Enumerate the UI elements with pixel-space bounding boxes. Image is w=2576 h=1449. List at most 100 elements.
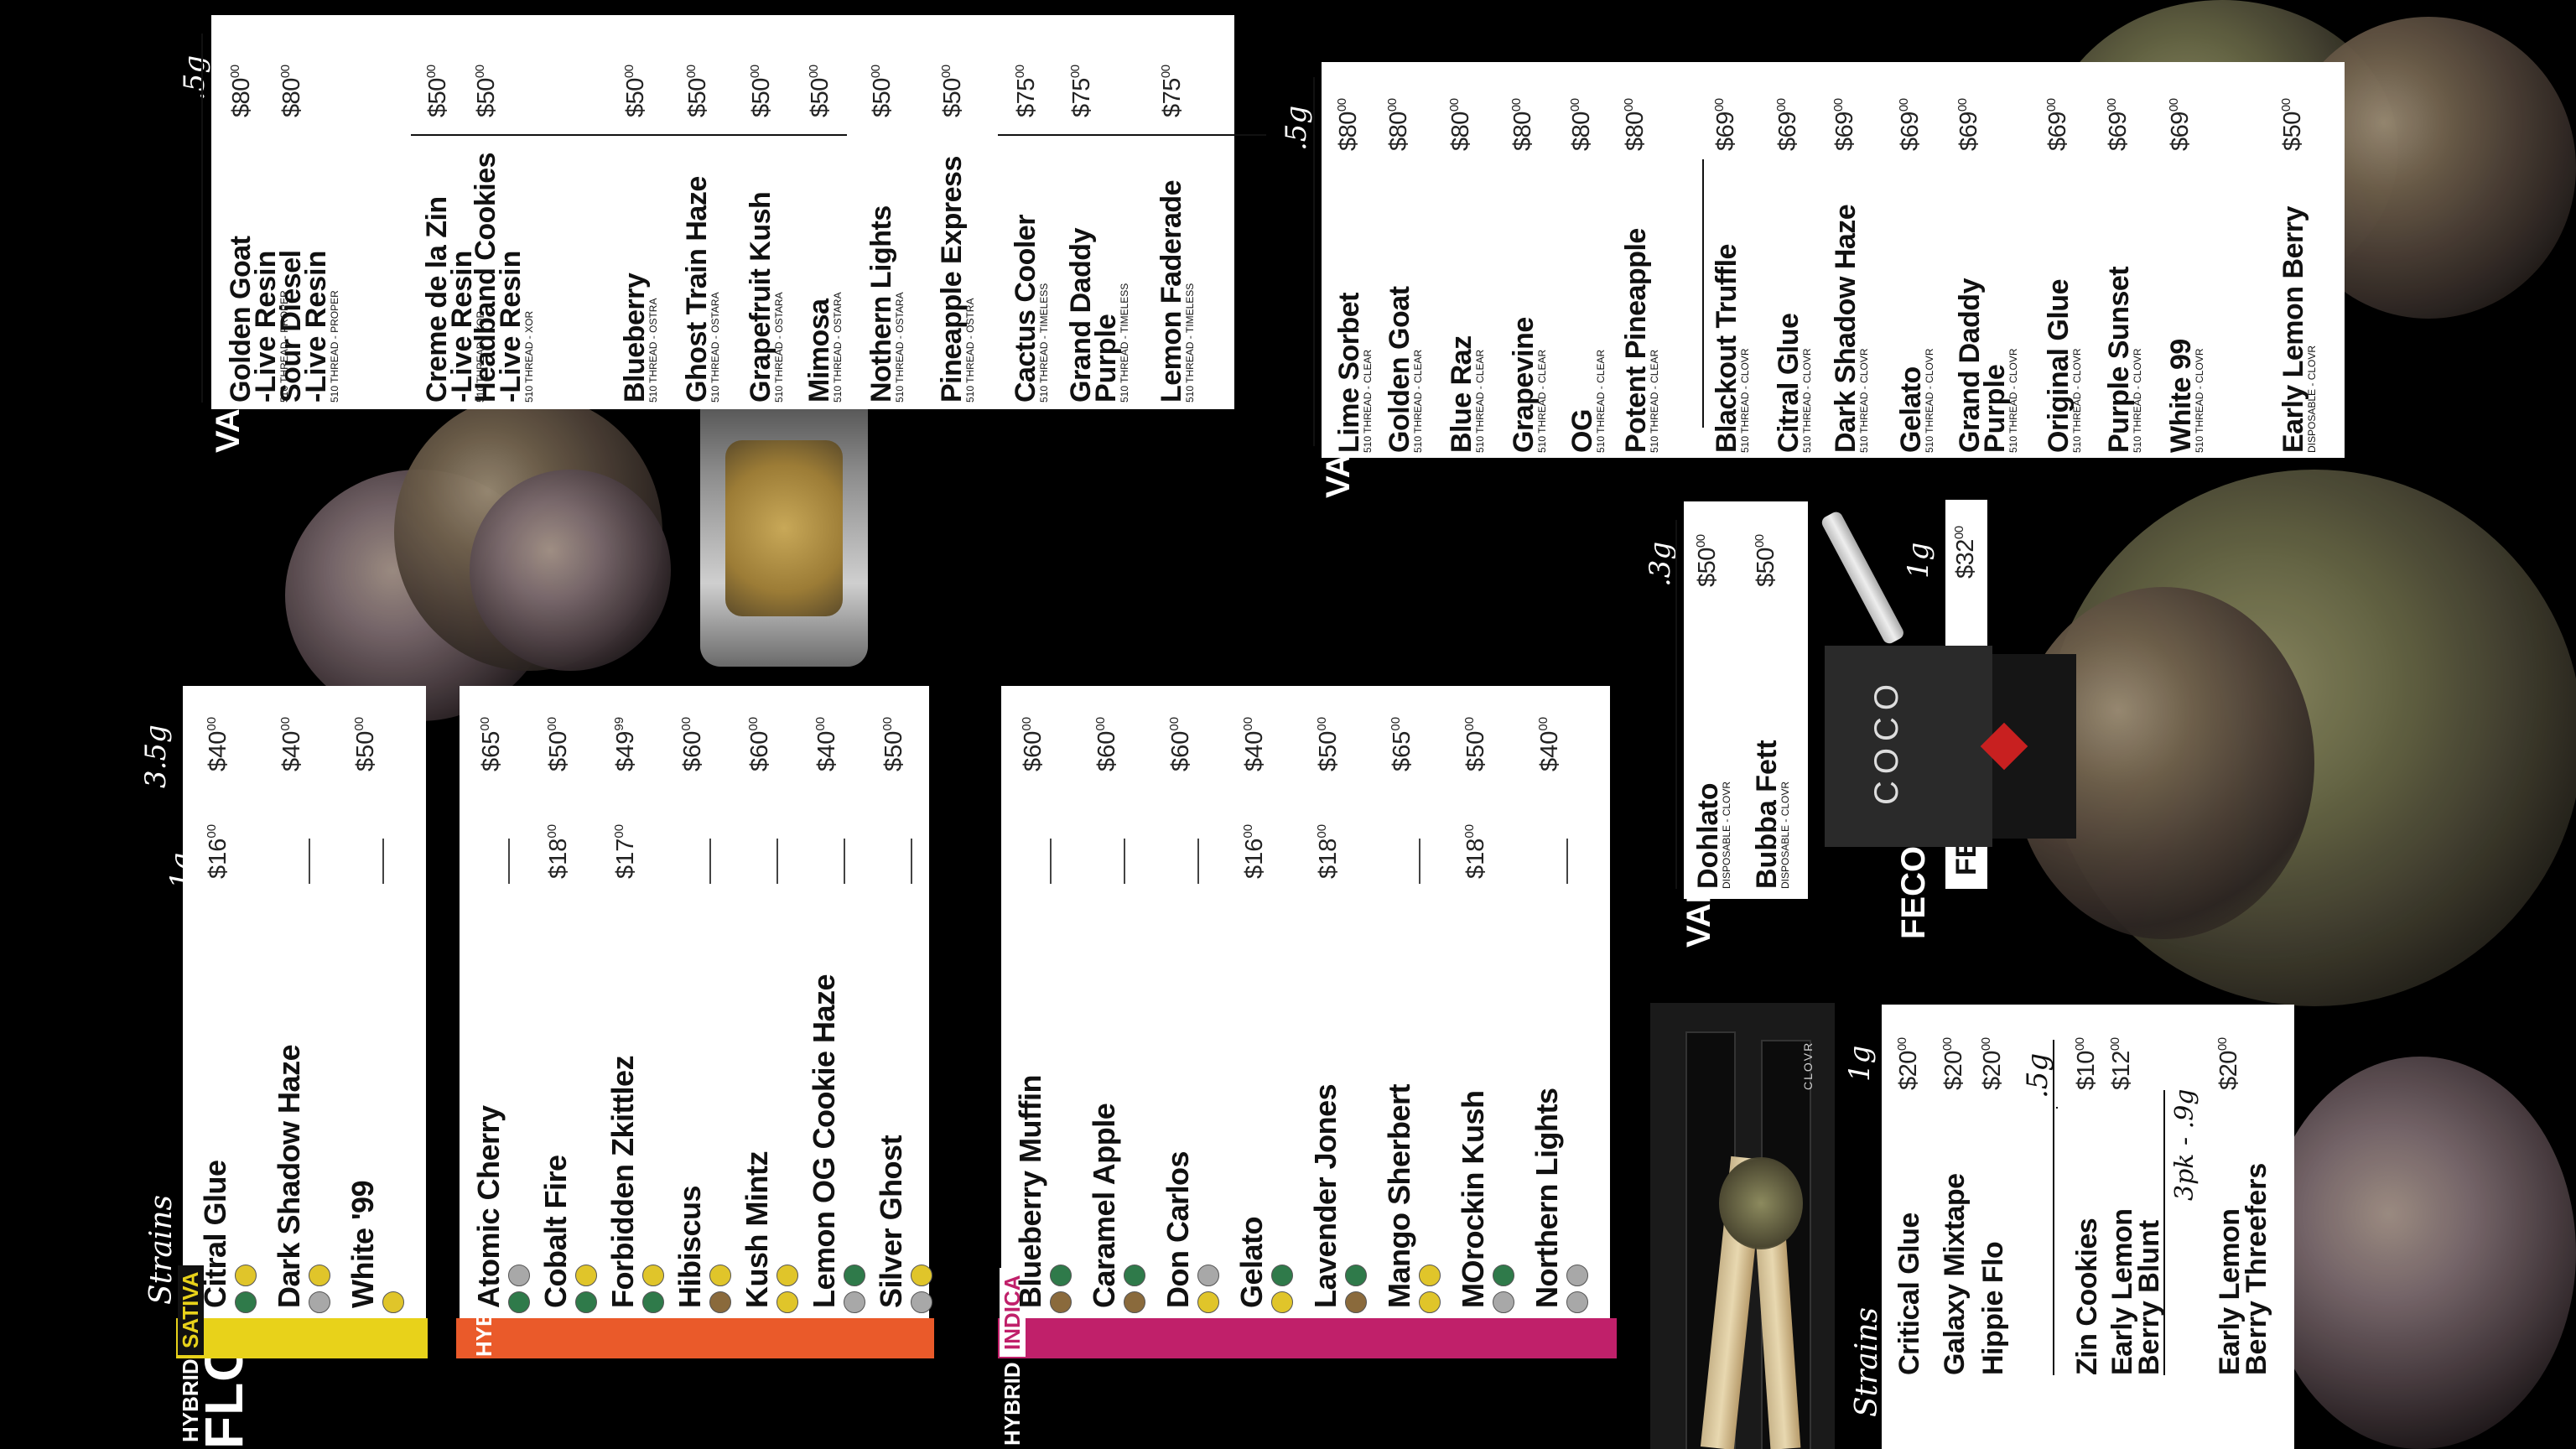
vape-product-price: $5000 <box>807 65 834 117</box>
price-cents: 00 <box>1241 823 1255 839</box>
price-cents: 00 <box>1385 98 1400 112</box>
price-cents: 00 <box>748 65 762 79</box>
price-amount: $40 <box>205 730 231 771</box>
price-cents: 00 <box>1940 1037 1955 1052</box>
price-amount: $49 <box>612 730 639 771</box>
vape-product-detail: 510 THREAD - CLEAR <box>1649 349 1660 453</box>
price-amount: $50 <box>1753 548 1779 587</box>
price-amount: $50 <box>939 78 966 117</box>
strain-type-icon <box>1493 1291 1514 1313</box>
price-cents: 00 <box>1536 716 1550 731</box>
preroll-product-name-line2: Berry Threefers <box>2241 1162 2272 1375</box>
price-cents: 00 <box>205 716 219 731</box>
price-cents: 00 <box>1895 1037 1909 1052</box>
strain-name: Citral Glue <box>198 1160 232 1308</box>
sativa-band <box>176 1318 428 1358</box>
price-amount: $32 <box>1952 539 1979 579</box>
price-amount: $80 <box>1447 112 1474 151</box>
strain-name: MOrockin Kush <box>1456 1090 1490 1308</box>
price-cents: 00 <box>278 65 293 79</box>
price-cents: 00 <box>880 716 895 731</box>
strain-type-icon <box>1050 1265 1072 1286</box>
price-amount: $40 <box>1241 730 1268 771</box>
price-1g: $1600 <box>1241 824 1269 879</box>
price-1g: $1800 <box>1462 824 1490 879</box>
vape-product-detail: 510 THREAD - OSTARA <box>894 292 906 402</box>
vape-product-price: $5000 <box>424 65 452 117</box>
strain-type-icon <box>844 1265 865 1286</box>
price-cents: 00 <box>205 823 219 839</box>
price-cents: 00 <box>1774 98 1789 112</box>
price-amount: $60 <box>746 730 773 771</box>
price-cents: 00 <box>228 65 242 79</box>
price-amount: $80 <box>1385 112 1412 151</box>
price-cents: 00 <box>2167 98 2181 112</box>
price-amount: $80 <box>278 78 305 117</box>
vape-product-price: $5000 <box>684 65 712 117</box>
vape-product-detail: DISPOSABLE - CLOVR <box>2306 345 2318 453</box>
vape-product-detail: 510 THREAD - TIMELESS <box>1038 283 1050 402</box>
indica-band-hybrid: HYBRID <box>1000 1362 1025 1446</box>
vape-right-panel <box>1322 62 2345 458</box>
vape-product-price: $5000 <box>939 65 967 117</box>
strain-type-icon <box>776 1291 798 1313</box>
price-amount: $60 <box>1020 730 1046 771</box>
feco-title: FECO <box>1895 845 1932 939</box>
strain-name: Forbidden Zkittlez <box>605 1056 640 1308</box>
preroll-bud-photo <box>1719 1157 1803 1249</box>
price-cents: 00 <box>2105 98 2119 112</box>
price-amount: $75 <box>1159 78 1186 117</box>
vape-product-price: $5000 <box>869 65 896 117</box>
price-3.5g: $4000 <box>205 717 232 771</box>
strain-type-icon <box>1419 1265 1441 1286</box>
strain-type-icon <box>709 1265 731 1286</box>
vape-product-price: $6900 <box>2105 98 2132 151</box>
price-amount: $69 <box>1955 112 1982 151</box>
price-amount: $60 <box>679 730 706 771</box>
price-amount: $40 <box>278 730 305 771</box>
feco-product-price: $3200 <box>1952 526 1980 579</box>
price-amount: $20 <box>1979 1051 2006 1090</box>
price-amount: $80 <box>1509 112 1536 151</box>
price-3.5g: $6000 <box>746 717 774 771</box>
price-cents: 00 <box>2215 1037 2230 1052</box>
price-amount: $50 <box>2279 112 2306 151</box>
price-amount: $69 <box>2105 112 2132 151</box>
strain-type-icon <box>575 1291 597 1313</box>
no-price-dash <box>309 839 310 884</box>
preroll-product-name: Galaxy Mixtape <box>1939 1173 1971 1375</box>
price-amount: $65 <box>478 730 505 771</box>
price-cents: 00 <box>1955 98 1970 112</box>
price-cents: 00 <box>2279 98 2293 112</box>
price-cents: 00 <box>1462 716 1477 731</box>
vape-product-detail: 510 THREAD - OSTARA <box>773 292 785 402</box>
price-amount: $65 <box>1389 730 1415 771</box>
strain-name: Northern Lights <box>1530 1088 1564 1308</box>
price-cents: 00 <box>622 65 636 79</box>
price-amount: $40 <box>1536 730 1563 771</box>
price-cents: 00 <box>1622 98 1636 112</box>
x <box>2056 1107 2058 1109</box>
price-cents: 00 <box>1462 823 1477 839</box>
price-cents: 00 <box>684 65 699 79</box>
price-cents: 00 <box>278 716 293 731</box>
price-cents: 00 <box>1389 716 1403 731</box>
price-cents: 00 <box>1013 65 1027 79</box>
price-amount: $75 <box>1068 78 1095 117</box>
price-amount: $50 <box>684 78 711 117</box>
price-amount: $16 <box>1241 838 1268 879</box>
sativa-panel <box>183 686 426 1348</box>
price-cents: 00 <box>1315 823 1329 839</box>
price-amount: $50 <box>748 78 775 117</box>
price-3.5g: $4000 <box>813 717 841 771</box>
strain-type-icon <box>1493 1265 1514 1286</box>
preroll-product-name: Zin Cookies <box>2071 1218 2103 1375</box>
price-amount: $50 <box>545 730 572 771</box>
vape-product-price: $8000 <box>1509 98 1537 151</box>
sativa-band-hybrid: HYBRID <box>178 1358 203 1442</box>
strain-type-icon <box>235 1291 257 1313</box>
price-cents: 00 <box>1093 716 1108 731</box>
strain-type-icon <box>709 1291 731 1313</box>
strain-name: Lavender Jones <box>1308 1083 1343 1308</box>
strain-type-icon <box>382 1291 404 1313</box>
